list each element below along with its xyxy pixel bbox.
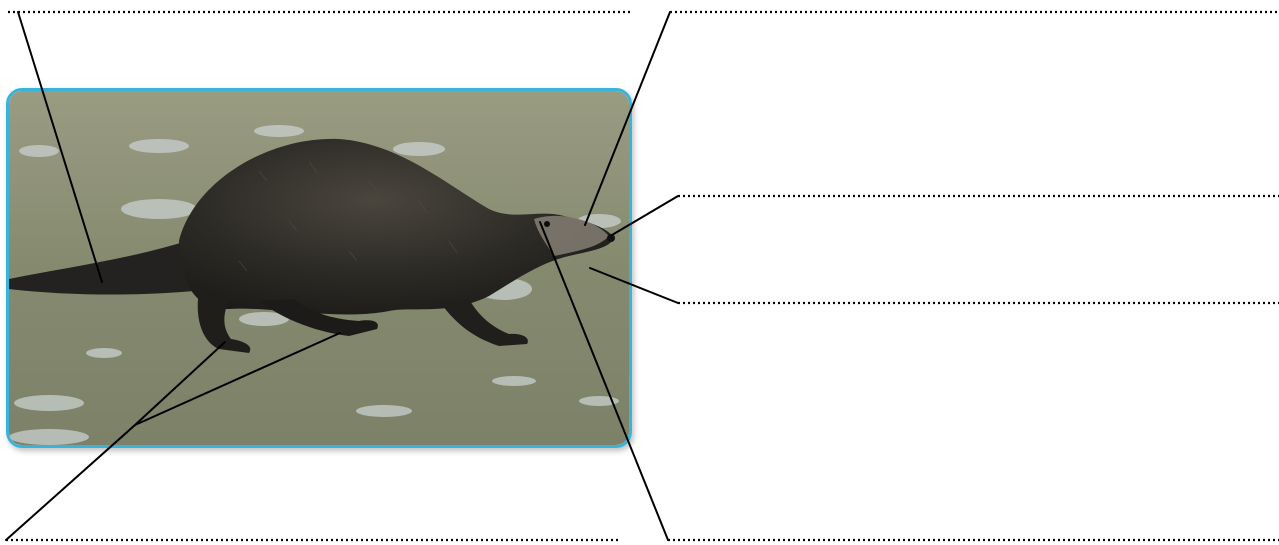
otter-photo: [6, 88, 632, 448]
leader-line-feet-front: [134, 332, 341, 426]
otter-image: [9, 91, 629, 445]
leader-line-whiskers: [611, 195, 679, 236]
leader-line-feet-main: [5, 424, 136, 541]
leader-line-tail: [17, 11, 103, 283]
leader-line-feet-hind: [134, 341, 226, 426]
leader-line-chin: [589, 267, 679, 304]
leader-line-nose: [584, 11, 671, 226]
leader-line-eye: [539, 221, 669, 541]
